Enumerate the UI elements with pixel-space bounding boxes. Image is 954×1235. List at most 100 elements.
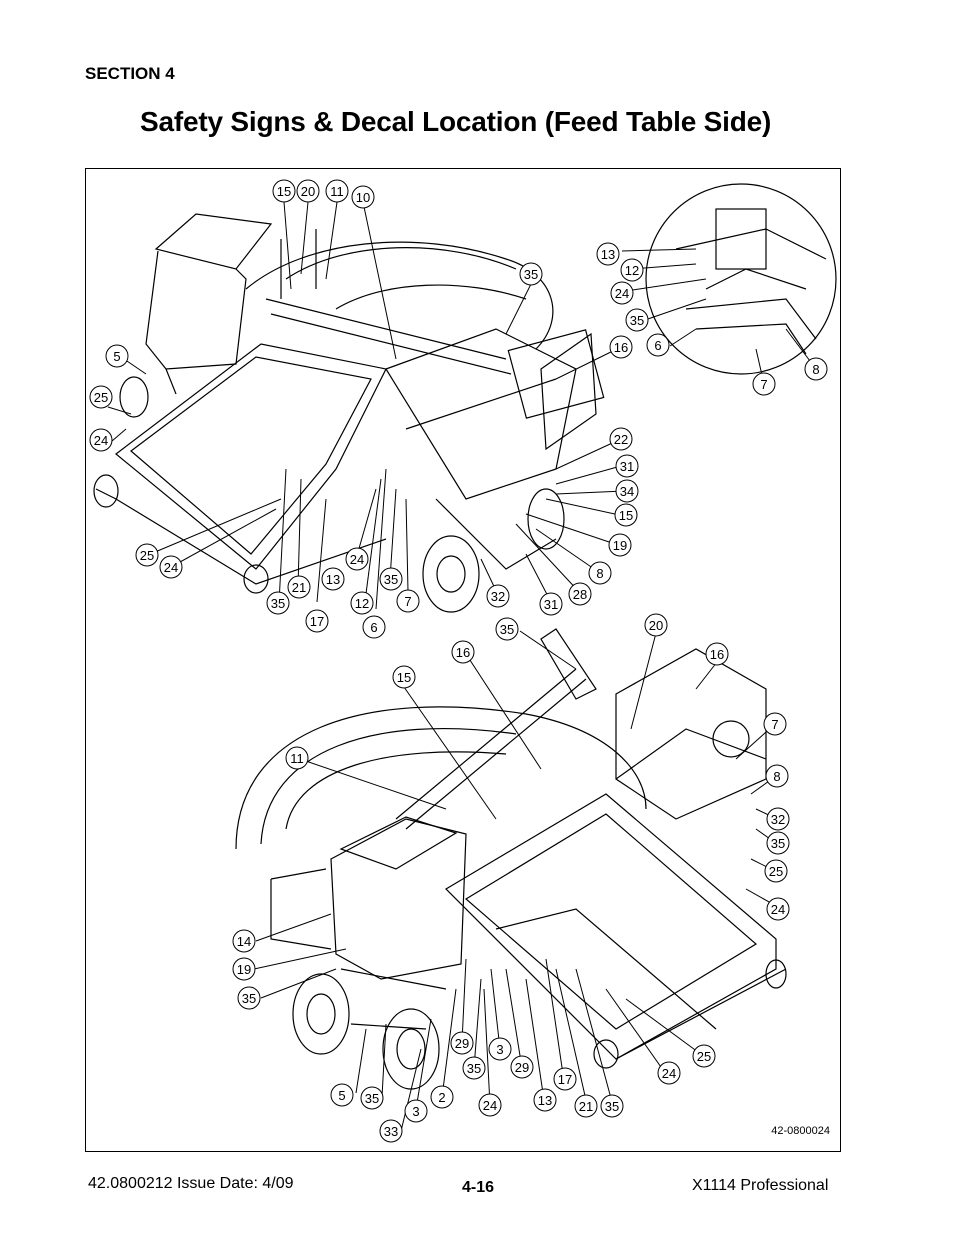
svg-text:21: 21 [579, 1099, 593, 1114]
callout-24: 24 [89, 428, 113, 452]
callout-16c: 16 [705, 642, 729, 666]
svg-text:15: 15 [277, 184, 291, 199]
svg-text:8: 8 [596, 566, 603, 581]
svg-text:7: 7 [404, 594, 411, 609]
svg-text:10: 10 [356, 190, 370, 205]
callout-24c: 24 [159, 555, 183, 579]
callout-20b: 20 [644, 613, 668, 637]
svg-text:13: 13 [601, 247, 615, 262]
callout-14: 14 [232, 929, 256, 953]
callout-35d: 35 [495, 617, 519, 641]
callout-29b: 29 [510, 1055, 534, 1079]
svg-text:25: 25 [140, 548, 154, 563]
footer-model: X1114 Professional [692, 1177, 829, 1194]
svg-text:24: 24 [94, 433, 108, 448]
svg-text:2: 2 [438, 1090, 445, 1105]
callout-16: 16 [609, 335, 633, 359]
svg-text:24: 24 [483, 1098, 497, 1113]
callout-6: 6 [362, 615, 386, 639]
svg-text:24: 24 [771, 902, 785, 917]
svg-text:5: 5 [113, 349, 120, 364]
callout-16b: 16 [451, 640, 475, 664]
callout-19b: 19 [232, 957, 256, 981]
callout-11: 11 [325, 179, 349, 203]
svg-text:35: 35 [524, 267, 538, 282]
svg-text:16: 16 [710, 647, 724, 662]
svg-text:35: 35 [271, 596, 285, 611]
callout-35e: 35 [766, 831, 790, 855]
svg-text:5: 5 [338, 1088, 345, 1103]
callout-25c: 25 [764, 859, 788, 883]
callout-13b: 13 [533, 1088, 557, 1112]
drawing-number: 42-0800024 [771, 1125, 830, 1137]
svg-text:35: 35 [605, 1099, 619, 1114]
svg-text:12: 12 [625, 263, 639, 278]
callout-8: 8 [588, 561, 612, 585]
callout-3b: 3 [488, 1037, 512, 1061]
callout-33: 33 [379, 1119, 403, 1143]
machine-line-drawing: 15 20 11 10 35 5 25 24 16 22 31 34 15 19… [89, 179, 837, 1143]
svg-text:35: 35 [771, 836, 785, 851]
callout-12: 12 [350, 591, 374, 615]
svg-text:33: 33 [384, 1124, 398, 1139]
callout-17: 17 [305, 609, 329, 633]
svg-text:32: 32 [491, 589, 505, 604]
callout-24e: 24 [478, 1093, 502, 1117]
svg-text:31: 31 [544, 597, 558, 612]
callout-32: 32 [486, 584, 510, 608]
svg-text:35: 35 [242, 991, 256, 1006]
inset-callout-6: 6 [646, 333, 670, 357]
svg-text:24: 24 [662, 1066, 676, 1081]
svg-text:16: 16 [456, 645, 470, 660]
svg-text:31: 31 [620, 459, 634, 474]
svg-text:3: 3 [496, 1042, 503, 1057]
svg-text:19: 19 [613, 538, 627, 553]
callout-5: 5 [105, 344, 129, 368]
callout-28: 28 [568, 582, 592, 606]
svg-text:24: 24 [615, 286, 629, 301]
callout-8b: 8 [765, 764, 789, 788]
svg-text:6: 6 [370, 620, 377, 635]
callout-21b: 21 [574, 1094, 598, 1118]
callout-15: 15 [272, 179, 296, 203]
callout-2: 2 [430, 1085, 454, 1109]
svg-text:11: 11 [330, 184, 344, 199]
svg-text:8: 8 [812, 362, 819, 377]
svg-text:12: 12 [355, 596, 369, 611]
callout-15b: 15 [614, 503, 638, 527]
svg-text:7: 7 [760, 377, 767, 392]
svg-text:14: 14 [237, 934, 251, 949]
svg-text:35: 35 [384, 572, 398, 587]
svg-text:17: 17 [558, 1072, 572, 1087]
callout-35b: 35 [379, 567, 403, 591]
svg-text:15: 15 [397, 670, 411, 685]
callout-35g: 35 [360, 1086, 384, 1110]
svg-text:7: 7 [771, 717, 778, 732]
callout-5b: 5 [330, 1083, 354, 1107]
callout-21: 21 [287, 575, 311, 599]
callout-29: 29 [450, 1031, 474, 1055]
inset-callout-13: 13 [596, 242, 620, 266]
svg-text:35: 35 [500, 622, 514, 637]
callout-31: 31 [615, 454, 639, 478]
svg-text:25: 25 [94, 390, 108, 405]
svg-text:21: 21 [292, 580, 306, 595]
svg-text:19: 19 [237, 962, 251, 977]
callout-17b: 17 [553, 1067, 577, 1091]
callout-35h: 35 [462, 1056, 486, 1080]
svg-text:8: 8 [773, 769, 780, 784]
svg-text:6: 6 [654, 338, 661, 353]
svg-text:25: 25 [697, 1049, 711, 1064]
svg-text:35: 35 [467, 1061, 481, 1076]
callout-13: 13 [321, 567, 345, 591]
callout-15c: 15 [392, 665, 416, 689]
inset-callout-35: 35 [625, 308, 649, 332]
svg-text:24: 24 [350, 552, 364, 567]
svg-text:24: 24 [164, 560, 178, 575]
svg-text:32: 32 [771, 812, 785, 827]
callout-31b: 31 [539, 592, 563, 616]
svg-text:20: 20 [301, 184, 315, 199]
svg-text:29: 29 [515, 1060, 529, 1075]
svg-text:25: 25 [769, 864, 783, 879]
callout-7b: 7 [763, 712, 787, 736]
